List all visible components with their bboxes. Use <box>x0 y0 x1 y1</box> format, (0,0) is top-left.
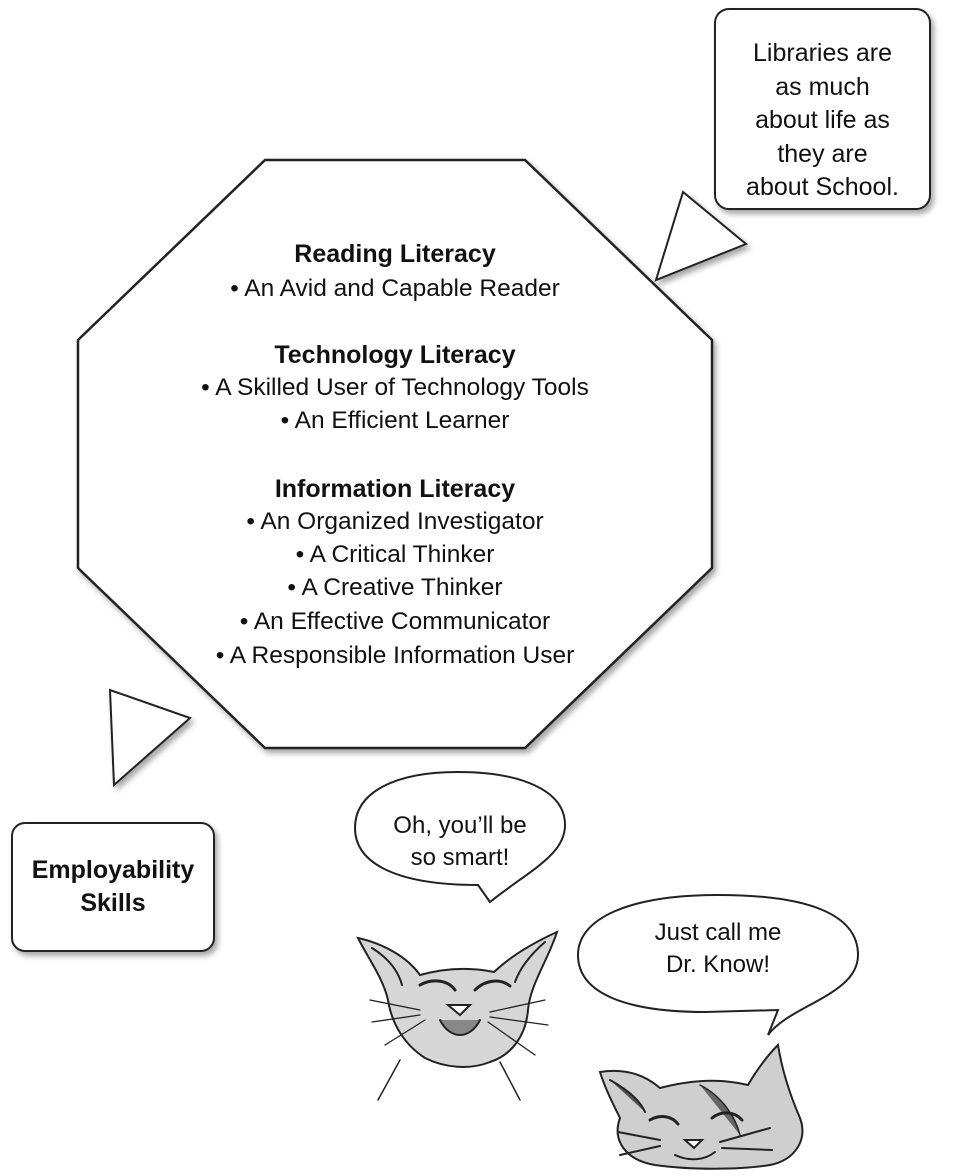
speech-bubble-right <box>576 893 860 1036</box>
list-item: • A Responsible Information User <box>215 642 575 669</box>
pointer-triangle-top-right <box>654 190 748 282</box>
list-item: • An Avid and Capable Reader <box>230 275 560 302</box>
pointer-triangle-bottom-left <box>108 688 192 788</box>
libraries-callout-box <box>714 8 931 210</box>
employability-callout-box <box>11 822 215 952</box>
information-literacy-heading: Information Literacy <box>274 475 516 503</box>
cat-left-icon <box>356 930 559 1101</box>
reading-literacy-heading: Reading Literacy <box>294 240 496 268</box>
libraries-callout-text: Libraries are as much about life as they… <box>746 39 899 201</box>
list-item: • An Organized Investigator <box>246 508 544 535</box>
list-item: • A Critical Thinker <box>295 541 495 568</box>
list-item: • An Effective Communicator <box>239 608 551 635</box>
speech-text-right: Just call me Dr. Know! <box>654 919 782 978</box>
speech-text-left: Oh, you’ll be so smart! <box>393 812 527 871</box>
employability-callout-text: Employability Skills <box>31 856 195 917</box>
speech-bubble-left <box>353 770 567 904</box>
list-item: • A Creative Thinker <box>287 574 503 601</box>
cat-right-icon <box>598 1042 804 1170</box>
octagon-shape <box>76 158 714 750</box>
list-item: • An Efficient Learner <box>280 407 510 434</box>
technology-literacy-heading: Technology Literacy <box>274 341 516 369</box>
list-item: • A Skilled User of Technology Tools <box>201 374 589 401</box>
